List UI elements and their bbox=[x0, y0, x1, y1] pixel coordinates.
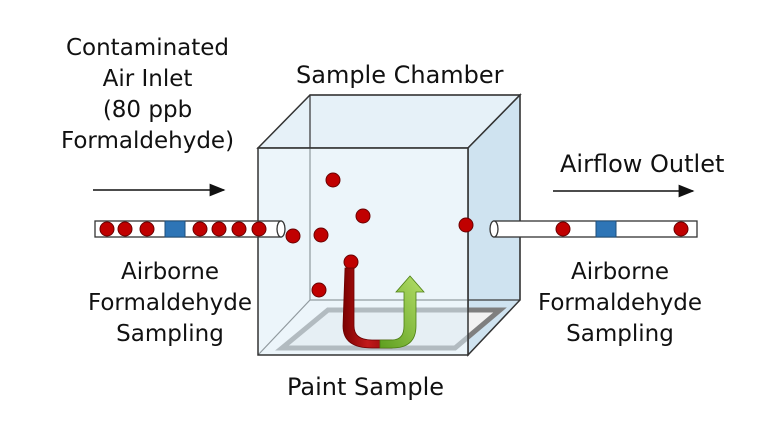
inlet-label-line: Formaldehyde) bbox=[60, 128, 235, 154]
right-sampling-line: Formaldehyde bbox=[537, 290, 703, 316]
left-sampling-line: Airborne bbox=[120, 259, 220, 285]
inlet-label-line: Air Inlet bbox=[102, 66, 193, 92]
molecule bbox=[285, 228, 301, 244]
inlet-sampler bbox=[164, 220, 186, 238]
molecule bbox=[231, 221, 247, 237]
left-sampling-line: Formaldehyde bbox=[87, 290, 253, 316]
inlet-label: Contaminated Air Inlet (80 ppb Formaldeh… bbox=[40, 33, 255, 157]
right-sampling-line: Sampling bbox=[566, 321, 674, 347]
molecule bbox=[192, 221, 208, 237]
paint-sample-label: Paint Sample bbox=[287, 373, 445, 401]
inlet-label-line: (80 ppb bbox=[102, 97, 193, 123]
molecule bbox=[117, 221, 133, 237]
left-sampling-label: Airborne Formaldehyde Sampling bbox=[75, 257, 265, 350]
outlet-tube bbox=[489, 220, 698, 238]
molecule bbox=[313, 227, 329, 243]
molecule bbox=[325, 172, 341, 188]
molecule bbox=[99, 221, 115, 237]
molecule bbox=[355, 208, 371, 224]
outlet-label: Airflow Outlet bbox=[560, 150, 725, 178]
right-sampling-label: Airborne Formaldehyde Sampling bbox=[525, 257, 715, 350]
molecule bbox=[311, 282, 327, 298]
formaldehyde-molecules bbox=[99, 172, 689, 298]
emission-arrow-green bbox=[379, 275, 425, 349]
molecule bbox=[139, 221, 155, 237]
chamber-front-face bbox=[257, 147, 469, 356]
molecule bbox=[458, 217, 474, 233]
molecule bbox=[343, 254, 359, 270]
left-sampling-line: Sampling bbox=[116, 321, 224, 347]
outlet-sampler bbox=[595, 220, 617, 238]
molecule bbox=[673, 221, 689, 237]
molecule bbox=[555, 221, 571, 237]
molecule bbox=[251, 221, 267, 237]
inlet-label-line: Contaminated bbox=[65, 35, 230, 61]
chamber-title: Sample Chamber bbox=[296, 61, 504, 89]
molecule bbox=[211, 221, 227, 237]
right-sampling-line: Airborne bbox=[570, 259, 670, 285]
